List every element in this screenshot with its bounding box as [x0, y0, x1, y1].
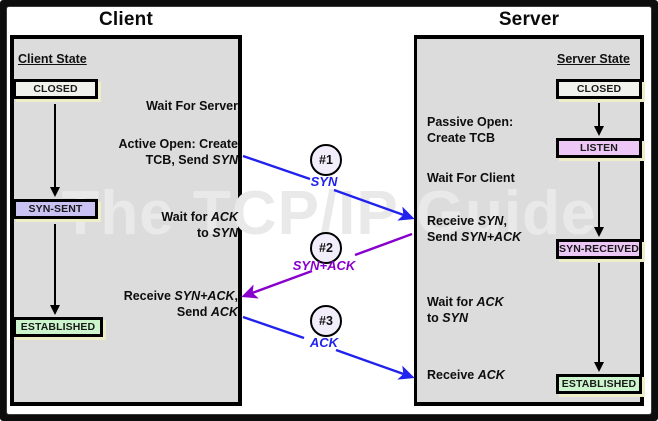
- client-state-syn-sent: SYN-SENT: [13, 199, 98, 219]
- server-arrow-listen-to-syn-received: [594, 162, 604, 237]
- server-event-receive-syn: Receive SYN,Send SYN+ACK: [427, 214, 522, 244]
- client-arrow-closed-to-syn-sent: [50, 104, 60, 197]
- server-arrow-closed-to-listen: [594, 103, 604, 136]
- message-channel: [242, 35, 414, 406]
- client-column-title: Client: [99, 9, 153, 30]
- server-state-closed: CLOSED: [556, 79, 642, 99]
- message-number-1: #1: [310, 144, 342, 176]
- message-label-2: SYN+ACK: [292, 258, 356, 273]
- message-label-1: SYN: [310, 174, 338, 189]
- message-label-3: ACK: [309, 335, 339, 350]
- server-column-title: Server: [498, 9, 560, 30]
- server-state-heading: Server State: [557, 52, 630, 66]
- server-event-passive-open: Passive Open:Create TCB: [427, 115, 514, 145]
- client-event-receive-syn-ack: Receive SYN+ACK,Send ACK: [123, 289, 238, 319]
- message-number-2: #2: [310, 232, 342, 264]
- server-state-listen: LISTEN: [556, 138, 642, 158]
- server-arrow-syn-received-to-established: [594, 263, 604, 372]
- client-arrow-syn-sent-to-established: [50, 224, 60, 315]
- client-state-established: ESTABLISHED: [13, 317, 103, 337]
- client-state-heading: Client State: [18, 52, 87, 66]
- server-state-syn-received: SYN-RECEIVED: [556, 239, 642, 259]
- server-state-established: ESTABLISHED: [556, 374, 642, 394]
- client-state-closed: CLOSED: [13, 79, 98, 99]
- server-event-wait-for-client: Wait For Client: [427, 171, 515, 185]
- message-number-3: #3: [310, 305, 342, 337]
- server-event-receive-ack: Receive ACK: [427, 368, 505, 382]
- client-event-wait-for-server: Wait For Server: [146, 99, 238, 113]
